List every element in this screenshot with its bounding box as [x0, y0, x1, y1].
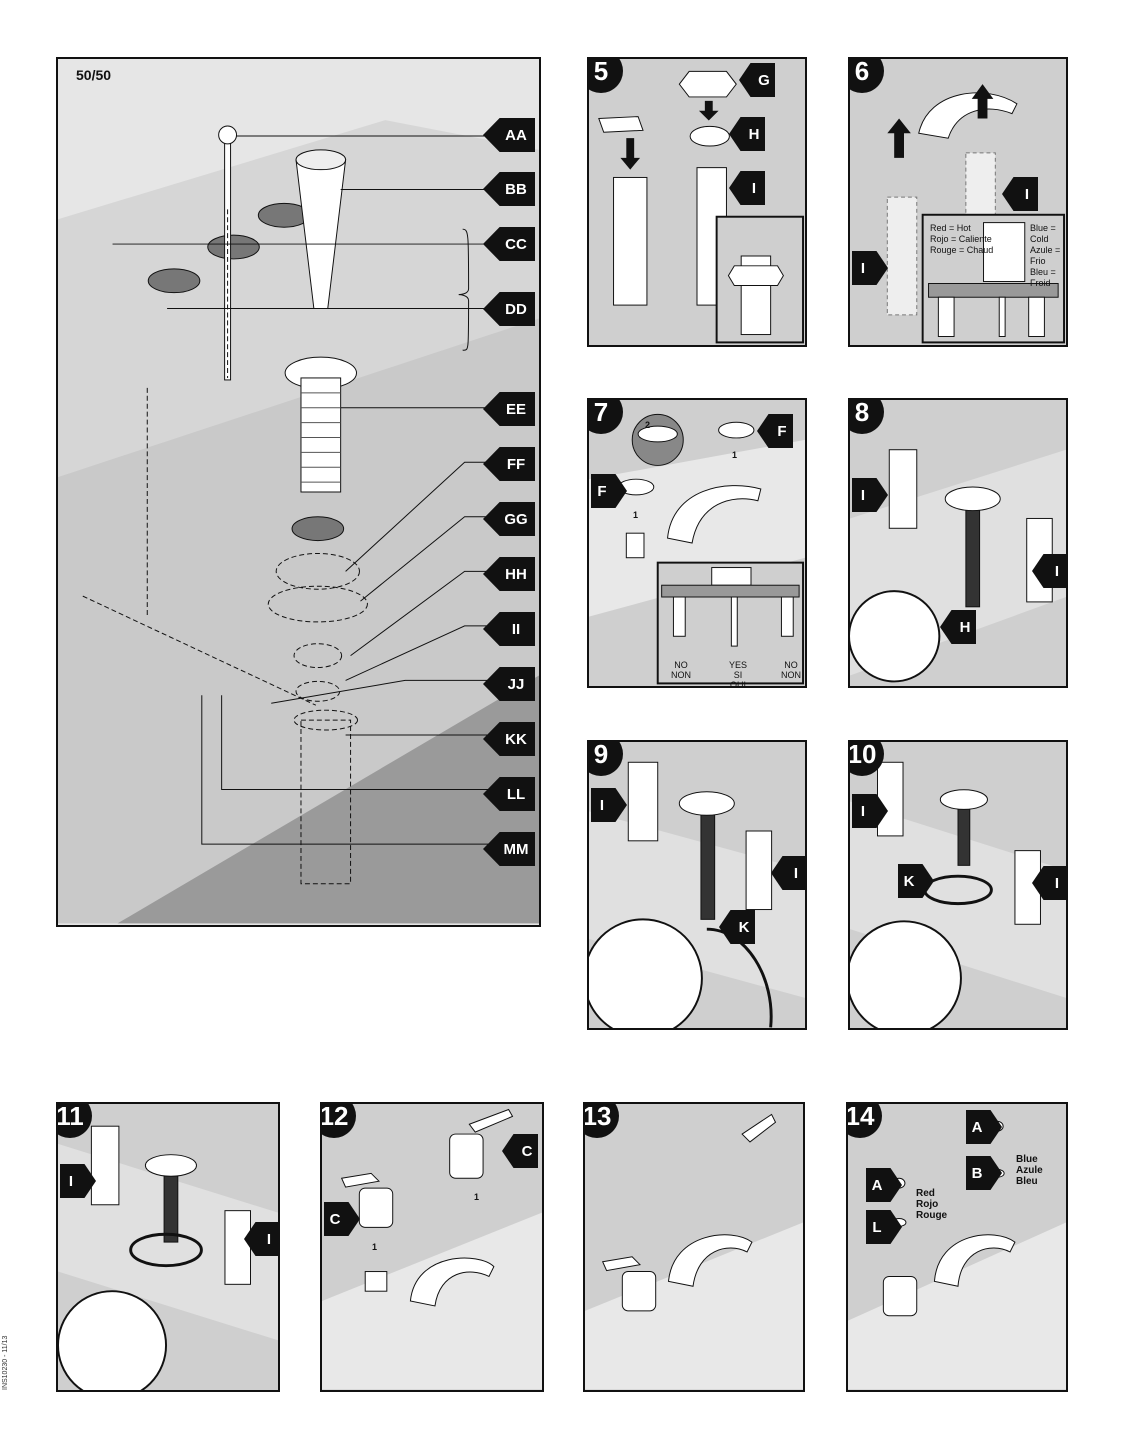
- step-5-drawing: [598, 70, 805, 344]
- step-10-drawing: [850, 761, 1066, 1028]
- callout-2: 2: [645, 420, 651, 430]
- label-kk: KK: [483, 722, 535, 756]
- ratio-label: 50/50: [76, 67, 112, 83]
- callout-1-left: 1: [372, 1242, 378, 1252]
- step-7-drawing: [589, 413, 805, 685]
- step-number: 14: [848, 1104, 882, 1138]
- label-hh: HH: [483, 557, 535, 591]
- step-7-panel: 7 F F 1 1 2 NO NON YES SI OUI NO NON: [587, 398, 807, 688]
- step-8-panel: 8 I H I: [848, 398, 1068, 688]
- document-code: INS10230 - 11/13: [2, 1335, 9, 1390]
- step-6-drawing: [886, 84, 1066, 344]
- red-legend: Red Rojo Rouge: [916, 1188, 948, 1221]
- blue-legend: Blue Azule Bleu: [1016, 1154, 1043, 1187]
- step-14-drawing: [848, 1120, 1066, 1390]
- cold-legend: Blue = Cold Azule = Frio Bleu = Froid: [1030, 223, 1061, 288]
- no-right: NO NON: [781, 660, 801, 680]
- step-13-drawing: [585, 1113, 803, 1390]
- step-9-panel: 9 I I K: [587, 740, 807, 1030]
- step-12-panel: 12 C C 1 1: [320, 1102, 544, 1392]
- step-number: 13: [585, 1104, 619, 1138]
- no-left: NO NON: [671, 660, 691, 680]
- step-11-drawing: [58, 1125, 278, 1390]
- step-10-panel: 10 I K I: [848, 740, 1068, 1030]
- hot-legend: Red = Hot Rojo = Caliente Rouge = Chaud: [930, 223, 994, 255]
- callout-1-b: 1: [633, 510, 639, 520]
- yes-middle: YES SI OUI: [729, 660, 748, 688]
- callout-1-a: 1: [732, 450, 738, 460]
- step-6-panel: 6 I I Red = Hot Rojo = Caliente Rouge = …: [848, 57, 1068, 347]
- step-8-drawing: [850, 449, 1066, 683]
- step-14-panel: 14 A B A L Blue Azule Bleu Red Rojo Roug…: [846, 1102, 1068, 1392]
- step-12-drawing: [322, 1108, 542, 1390]
- step-5-panel: 5 G H I: [587, 57, 807, 347]
- drain-exploded-drawing: [58, 120, 539, 924]
- step-11-panel: 11 I I: [56, 1102, 280, 1392]
- step-9-drawing: [589, 761, 805, 1028]
- drain-exploded-panel: 50/50 AA BB CC DD EE FF GG HH II JJ KK L…: [56, 57, 541, 927]
- step-13-panel: 13: [583, 1102, 805, 1392]
- callout-1-right: 1: [474, 1192, 480, 1202]
